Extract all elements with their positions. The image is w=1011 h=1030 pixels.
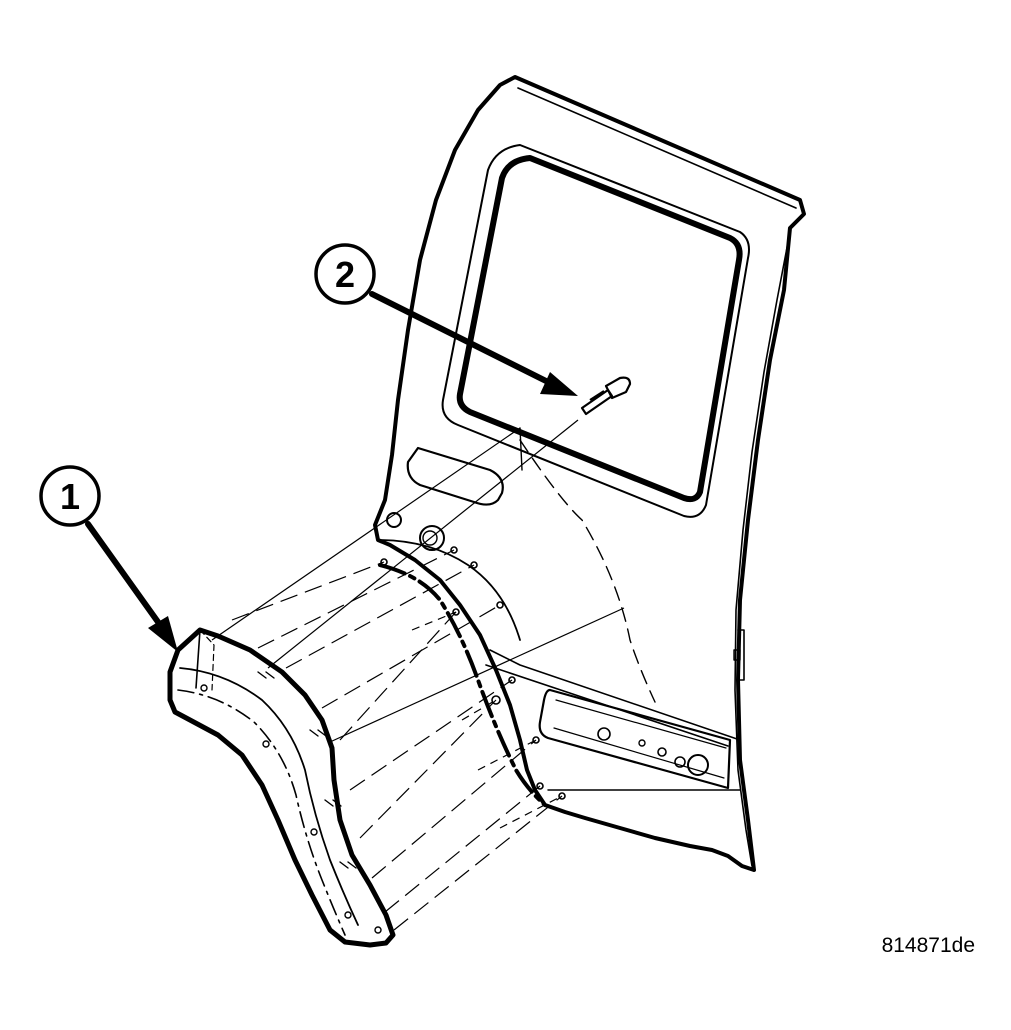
callout-1: 1 [39, 465, 101, 527]
callout-2-number: 2 [335, 254, 355, 295]
callout-1-number: 1 [60, 476, 80, 517]
push-pin-fastener [580, 376, 632, 416]
figure-id-label: 814871de [881, 934, 975, 957]
callout-arrows [85, 291, 578, 652]
alignment-lines [211, 419, 625, 931]
body-side-panel [373, 75, 806, 872]
wheel-flare [167, 627, 396, 948]
callout-2: 2 [314, 243, 376, 305]
